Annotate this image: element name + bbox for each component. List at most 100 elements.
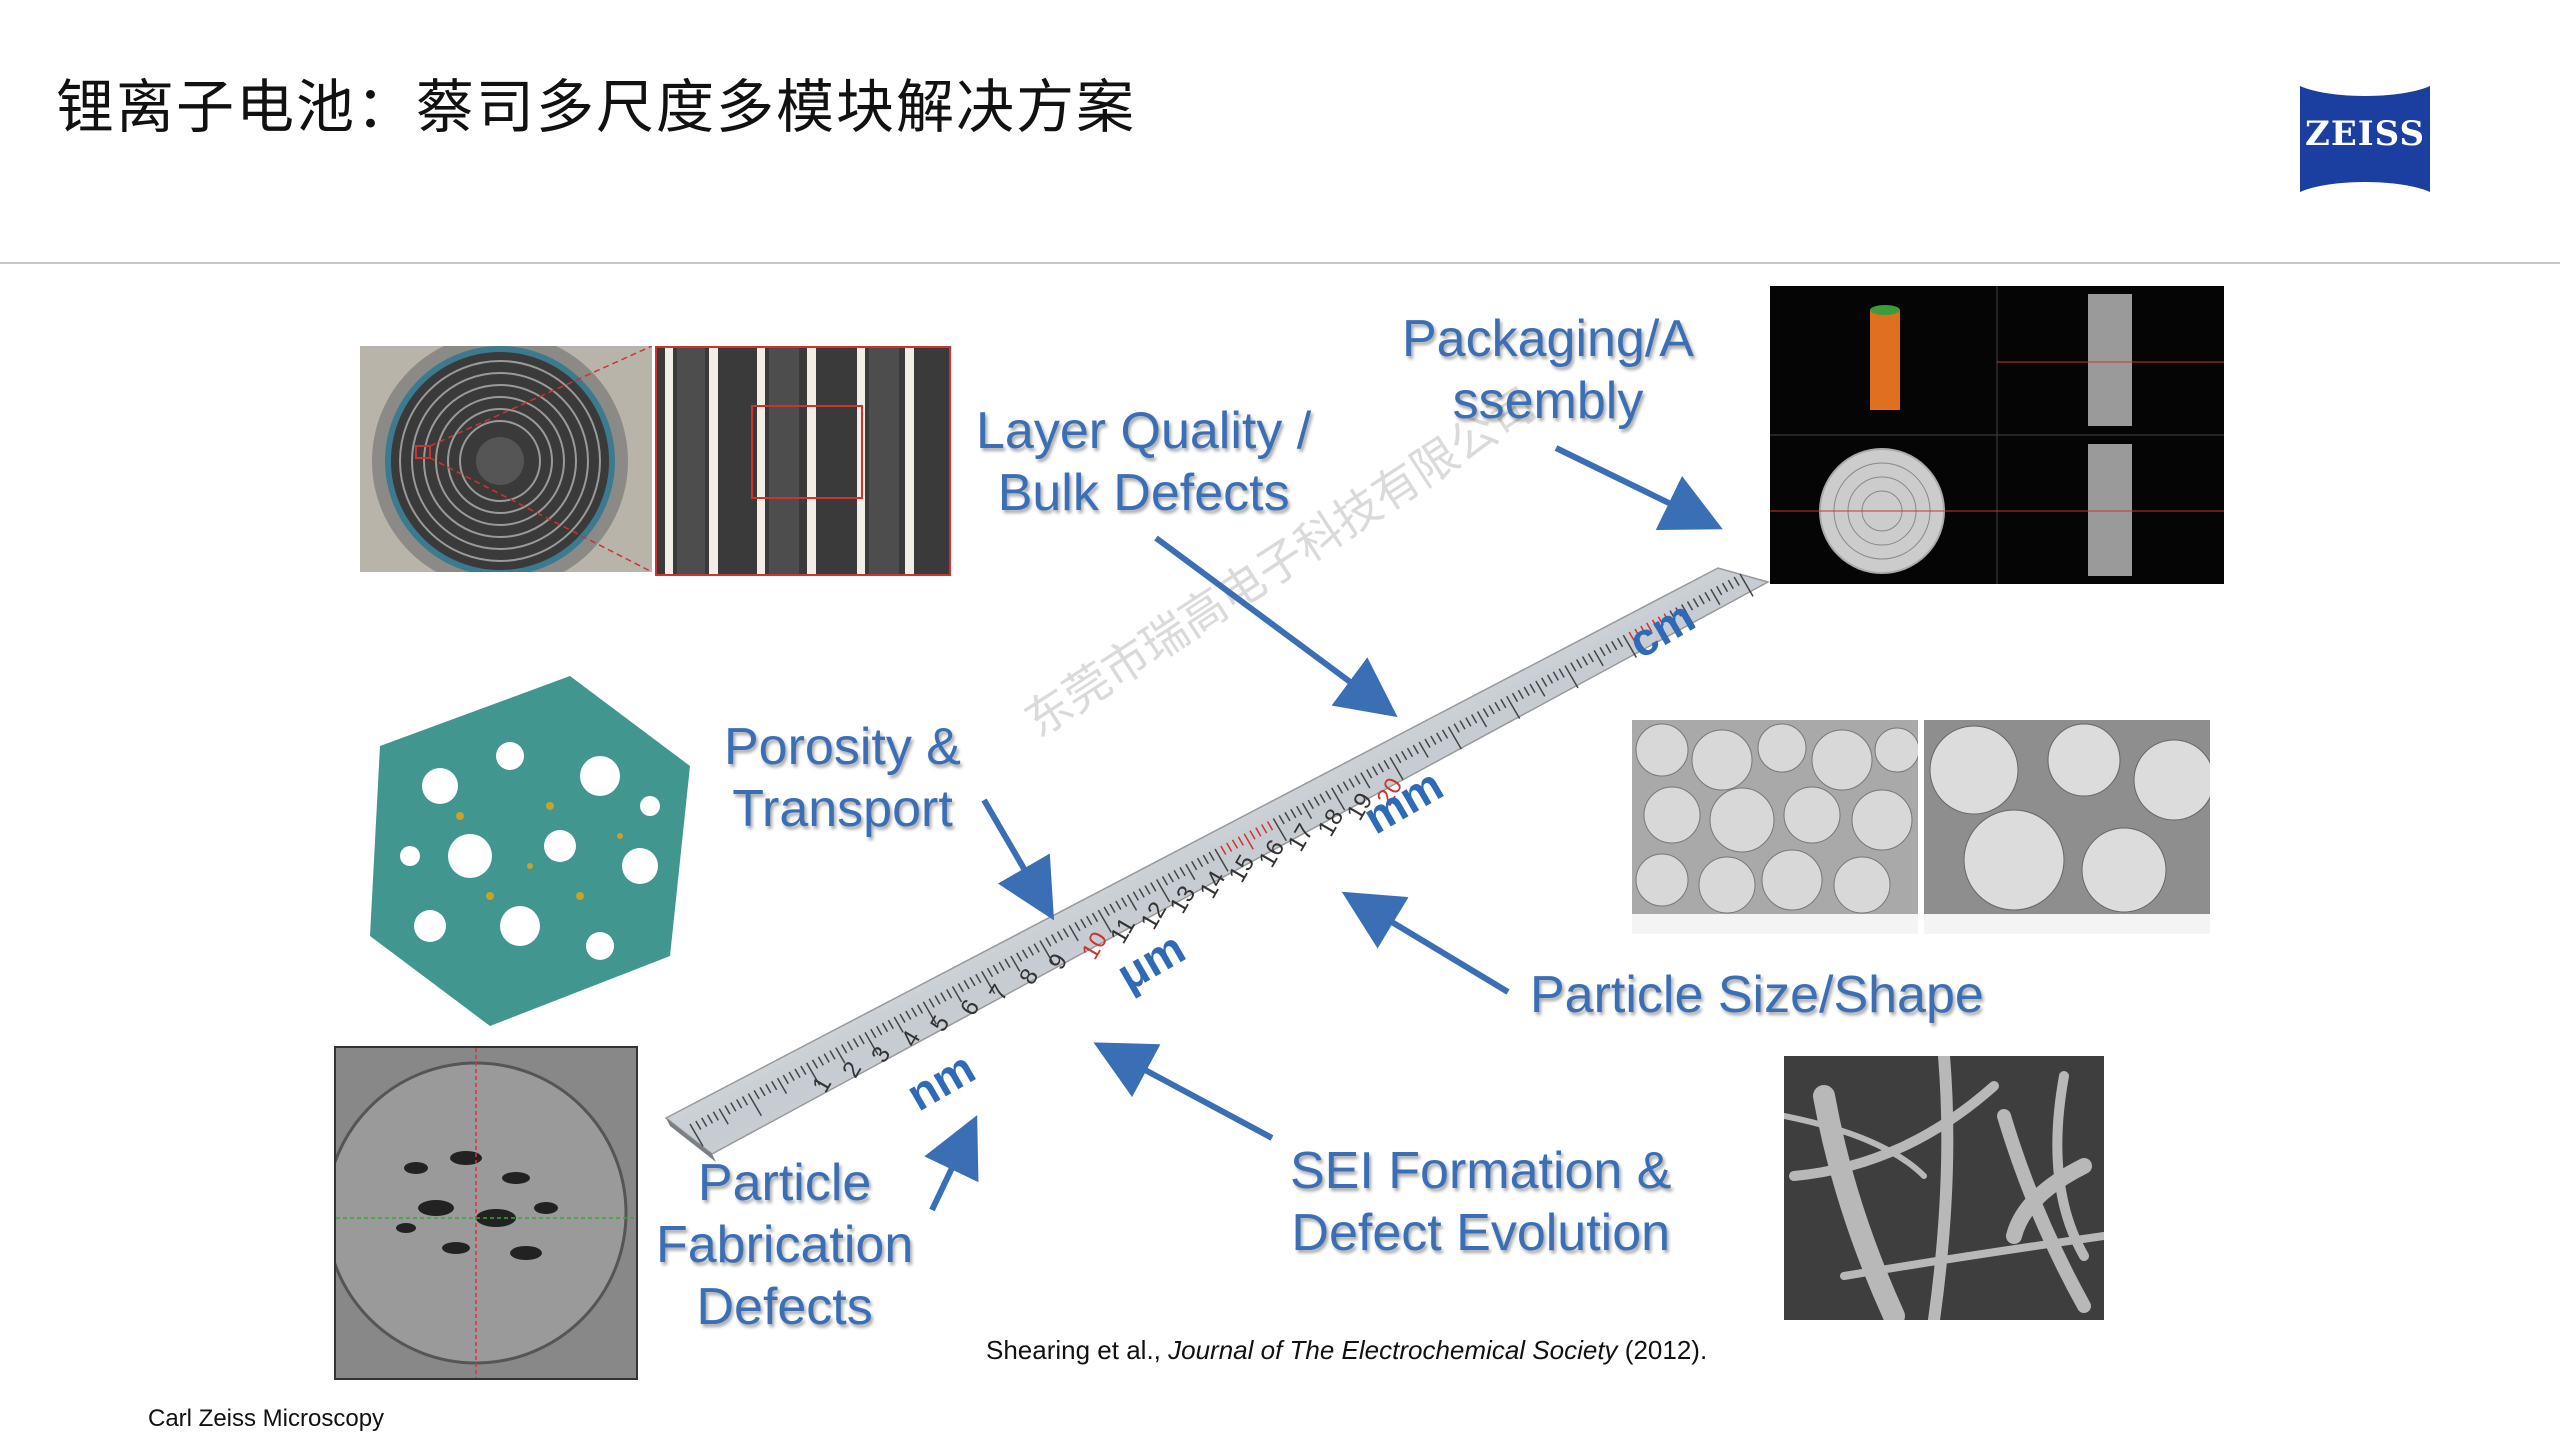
ruler-tick [1430,735,1437,745]
ruler-tick [1733,576,1740,587]
ruler-tick [1278,815,1285,825]
ruler-tick [870,1028,877,1039]
label-particle-fab: Particle Fabrication Defects [656,1154,914,1336]
electrode-layers-image [655,346,951,576]
ruler-number: 2 [837,1057,868,1083]
label-sei: SEI Formation & Defect Evolution [1290,1142,1672,1262]
ct-slice-image [334,1046,638,1380]
ruler-tick [794,1068,801,1078]
zeiss-logo: ZEISS [2290,56,2440,222]
ruler-tick [1482,708,1489,718]
ruler-tick [963,980,970,990]
ruler-tick [1319,793,1326,803]
ruler-tick [1290,808,1297,819]
ruler-tick [1471,714,1478,724]
ruler-tick [1436,732,1443,742]
ruler-tick [1237,836,1244,846]
ruler-tick [718,1108,729,1125]
ruler-number: 4 [896,1026,927,1052]
ruler-tick [1068,925,1079,942]
ruler-tick [1494,701,1501,712]
page-title: 锂离子电池：蔡司多尺度多模块解决方案 [56,73,1137,141]
ruler-tick [1716,585,1723,596]
ruler-tick [1412,744,1419,755]
ruler-tick [1126,894,1138,911]
ruler-tick [1191,860,1198,871]
ruler-tick [1447,726,1462,750]
ruler-tick [701,1117,708,1127]
ruler-tick [1196,857,1204,868]
ruler-tick [1692,598,1699,608]
ruler-tick [1476,711,1488,728]
ruler-tick [1179,866,1186,877]
zeiss-logo-text: ZEISS [2305,114,2425,154]
ruler-tick [1354,775,1361,785]
ruler-number: 5 [925,1010,956,1036]
ruler-tick [1062,928,1069,938]
ruler-tick [916,1004,924,1014]
ruler-tick [1581,656,1589,666]
ruler-tick [1091,912,1099,923]
arrow-particle-fab [924,1115,979,1212]
ruler-tick [1441,729,1449,739]
porosity-3d-render [350,656,710,1036]
ruler-tick [695,1120,702,1130]
ruler-tick [1488,705,1495,715]
ruler-tick [1506,695,1521,719]
label-particle-size: Particle Size/Shape [1530,966,1984,1024]
ruler-tick [1074,921,1081,932]
ruler-tick [934,995,941,1005]
label-packaging: Packaging/A ssembly [1402,310,1694,430]
ruler-tick [1523,686,1530,697]
ruler-tick [986,967,994,978]
ruler-tick [1051,934,1058,944]
ruler-tick [1185,863,1196,881]
ruler-tick [969,976,976,987]
ruler-tick [1115,900,1122,910]
ruler-tick [811,1059,819,1069]
label-porosity: Porosity & Transport [724,718,961,838]
ruler-number: 8 [1013,964,1045,990]
ruler-number: 7 [984,979,1015,1006]
ruler-tick [1261,824,1268,834]
ruler-tick [1161,876,1169,886]
ruler-tick [881,1022,889,1033]
sem-particles-image-2 [1924,720,2210,934]
ruler-tick [1599,646,1606,657]
ct-software-panel [1770,286,2224,584]
ruler-tick [1605,643,1612,654]
ruler-number: 6 [955,995,986,1021]
ruler-tick [911,1007,918,1017]
ruler-tick [1208,851,1215,862]
ruler-tick [1202,854,1209,865]
ruler-tick [1511,692,1519,703]
ruler-tick [1220,845,1227,855]
ruler-tick [823,1053,830,1063]
ruler-tick [1535,680,1546,697]
ruler-tick [1593,650,1604,667]
ruler-tick [1231,839,1239,849]
ruler-tick [975,973,982,984]
ruler-tick [1266,821,1274,831]
unit-nm: nm [897,1041,984,1121]
ruler-tick [852,1038,859,1048]
ruler-tick [957,983,964,993]
ruler-tick [1045,937,1052,947]
ruler-tick [730,1102,737,1112]
ruler-tick [1453,723,1460,733]
ruler-tick [1342,781,1349,791]
ruler-tick [1016,952,1023,962]
ruler-tick [753,1090,760,1100]
ruler-tick [928,998,935,1008]
ruler-tick [1401,750,1408,761]
ruler-tick [747,1093,762,1117]
ruler-tick [1587,653,1594,663]
ruler-tick [1698,595,1705,605]
ruler-tick [1033,943,1040,953]
ruler-tick [1500,698,1507,709]
ruler-tick [841,1044,848,1054]
ruler-tick [1325,790,1332,800]
arrow-sei [1093,1042,1274,1141]
header-divider [0,262,2560,264]
ruler-tick [946,989,953,999]
